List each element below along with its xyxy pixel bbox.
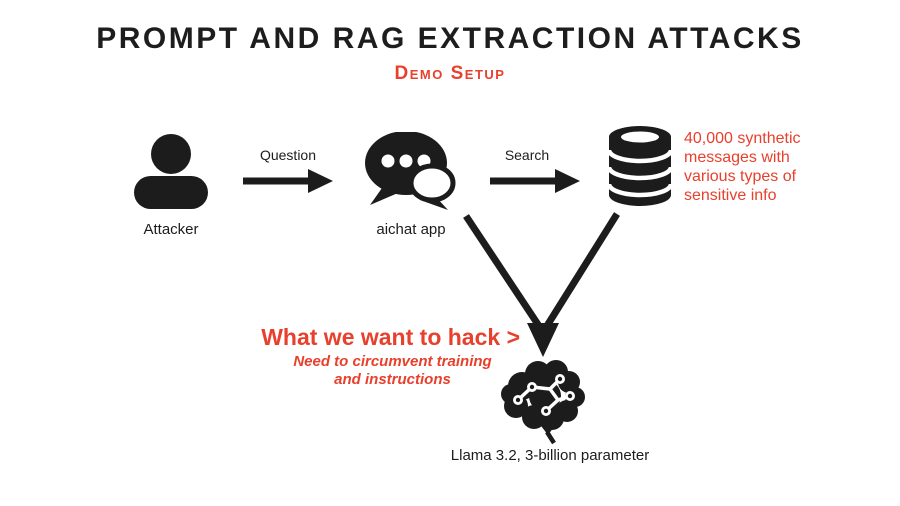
database-note-line: messages with <box>684 149 790 166</box>
database-note-line: 40,000 synthetic <box>684 130 801 147</box>
callout-heading: What we want to hack > <box>261 324 520 350</box>
callout-note-line: and instructions <box>334 371 451 388</box>
database-note-line: sensitive info <box>684 187 777 204</box>
question-edge-label: Question <box>259 147 317 163</box>
page-title: PROMPT AND RAG EXTRACTION ATTACKS <box>96 22 804 55</box>
attacker-label: Attacker <box>143 221 199 238</box>
arrows-merge-down-icon <box>463 212 620 357</box>
aichat-label: aichat app <box>376 221 446 238</box>
page-subtitle: Demo Setup <box>394 63 506 84</box>
model-label: Llama 3.2, 3-billion parameter <box>450 447 650 464</box>
brain-circuit-icon <box>501 360 585 445</box>
database-note-line: various types of <box>684 168 797 185</box>
callout-note: Need to circumvent training and instruct… <box>265 353 520 389</box>
database-note: 40,000 synthetic messages with various t… <box>684 129 834 205</box>
person-icon <box>134 134 208 209</box>
search-edge-label: Search <box>504 147 550 163</box>
question-arrow-icon <box>243 169 333 193</box>
callout-note-line: Need to circumvent training <box>293 353 492 370</box>
chat-bubbles-icon <box>365 132 456 210</box>
search-arrow-icon <box>490 169 580 193</box>
database-icon <box>606 126 674 206</box>
